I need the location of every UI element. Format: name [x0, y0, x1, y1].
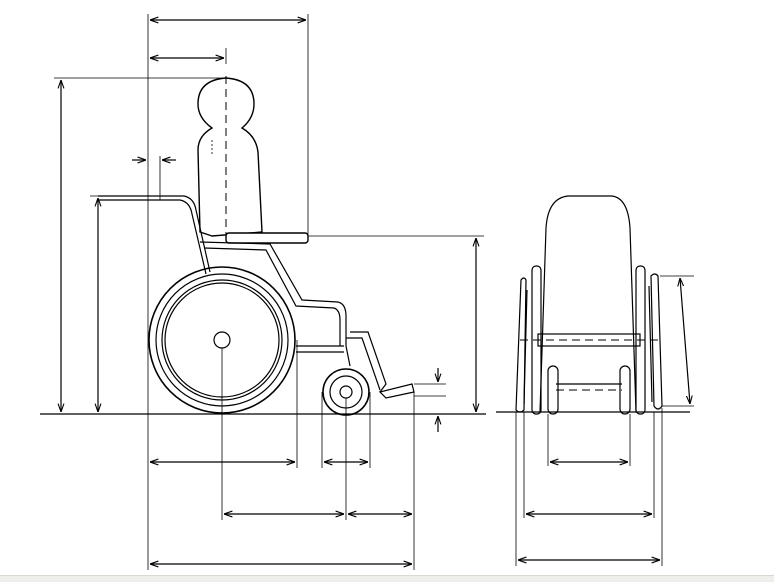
handrim-left — [523, 289, 528, 405]
backrest — [539, 195, 637, 413]
wheel-right-front — [650, 273, 663, 410]
caster-right-front — [619, 365, 631, 415]
window-status-bar — [0, 575, 774, 582]
rear-wheel-hub — [213, 331, 231, 349]
push-handle-inner — [98, 199, 207, 275]
armrest-right — [635, 265, 646, 415]
occupant-silhouette — [197, 77, 263, 237]
wheel-left-front — [515, 277, 527, 413]
seat-frame-lower — [203, 247, 341, 346]
legrest-inner — [346, 337, 381, 391]
dim-front-wheel-height — [680, 278, 690, 404]
seat-cushion — [225, 232, 309, 244]
armrest-left — [531, 265, 542, 415]
front-view — [496, 195, 694, 566]
caster-fork — [345, 345, 351, 367]
seat-frame — [199, 241, 347, 346]
side-view — [40, 14, 486, 570]
handrim-right — [648, 285, 653, 403]
caster-wheel-hub — [339, 385, 353, 399]
push-handle — [98, 195, 211, 273]
caster-left-front — [547, 365, 559, 415]
legrest — [350, 331, 387, 393]
